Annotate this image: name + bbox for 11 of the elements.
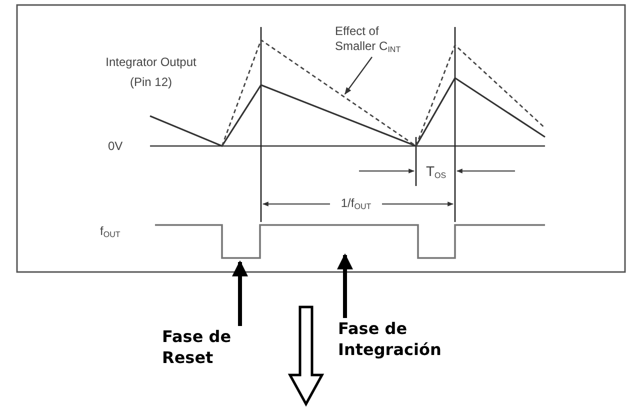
signal-label: f$_{OUT}$ [100,224,122,241]
annotation-label: Effect of Smaller C$_{INT}$ [335,24,410,57]
dimension-label: 1/f$_{OUT}$ [340,196,372,213]
arrow [232,260,248,326]
phase-label: Fase de Reset [162,326,240,368]
dimension-label: T$_{OS}$ [424,164,448,182]
arrow [337,253,353,318]
axis-label: 0V [108,139,124,154]
leader-line [344,56,372,95]
phase-label: Fase de Integración [338,318,498,360]
signal-label: Integrator Output (Pin 12) [105,54,197,91]
